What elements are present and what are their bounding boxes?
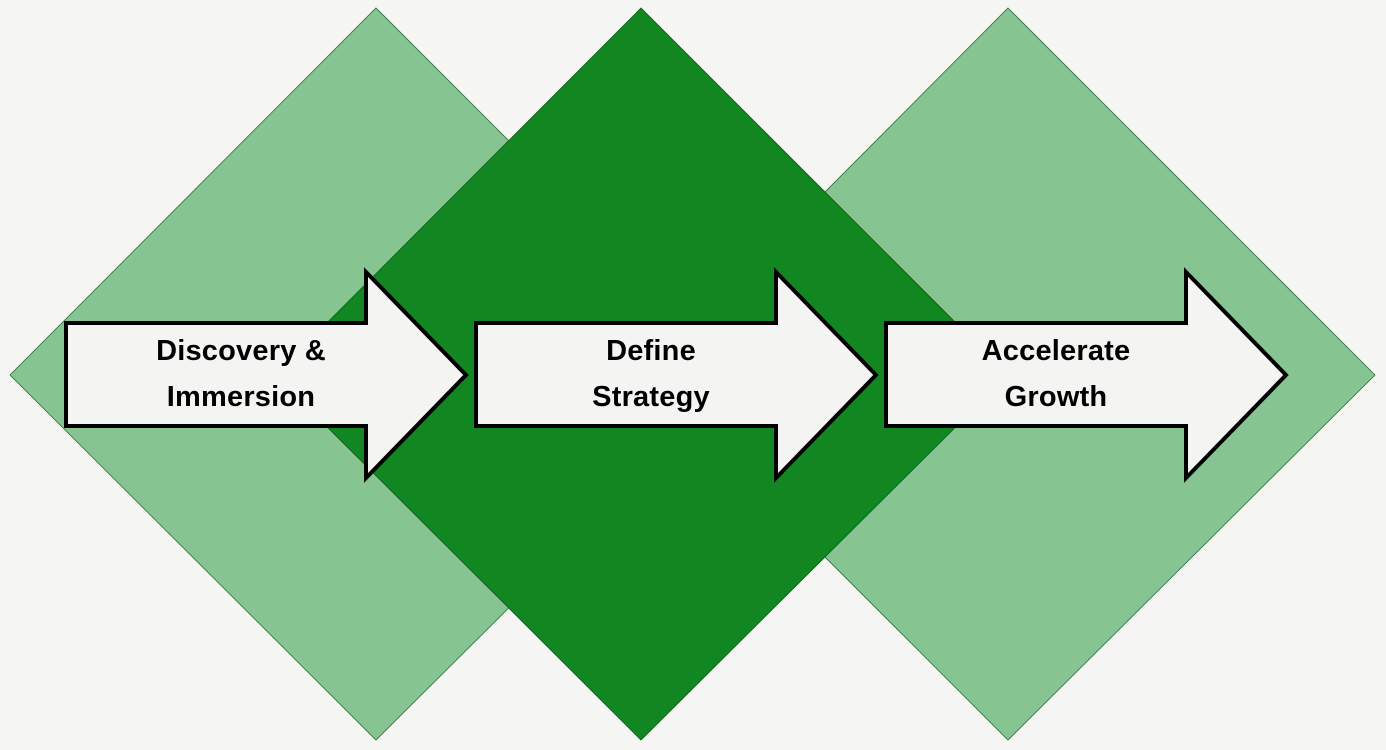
step-1-line-1: Discovery & — [156, 335, 326, 367]
step-label-2: Define Strategy — [501, 328, 801, 420]
step-3-line-2: Growth — [1004, 381, 1108, 413]
arrow-step-2 — [474, 267, 879, 483]
step-label-1: Discovery & Immersion — [91, 328, 391, 420]
step-label-3: Accelerate Growth — [906, 328, 1206, 420]
step-3-line-1: Accelerate — [981, 335, 1131, 367]
arrow-step-3 — [884, 267, 1289, 483]
arrow-step-1 — [64, 267, 469, 483]
step-2-line-2: Strategy — [592, 381, 710, 413]
step-1-line-2: Immersion — [166, 381, 316, 413]
step-2-line-1: Define — [606, 335, 696, 367]
